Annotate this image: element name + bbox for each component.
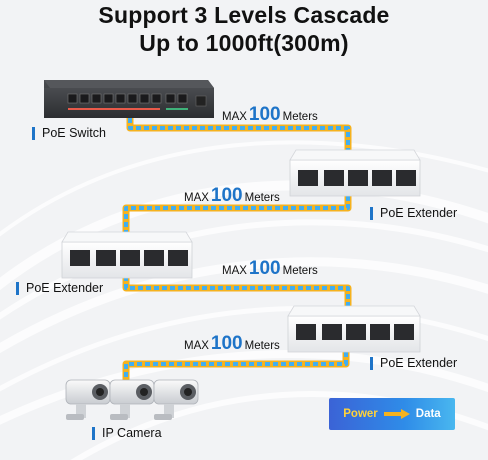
label-marker (16, 281, 19, 295)
poe-extender-1 (289, 149, 421, 197)
distance-label-3: MAX 100 Meters (222, 258, 318, 280)
label-poe-extender-1: PoE Extender (370, 206, 457, 220)
title-line-1: Support 3 Levels Cascade (98, 2, 390, 28)
camera-1 (65, 379, 111, 420)
link-switch-to-extender1 (126, 118, 352, 150)
label-poe-switch-text: PoE Switch (42, 126, 106, 140)
distance-prefix: MAX (184, 340, 209, 352)
distance-value: 100 (210, 333, 243, 354)
distance-unit: Meters (282, 111, 318, 123)
link-extender2-to-extender3 (122, 276, 352, 306)
distance-label-4: MAX 100 Meters (184, 333, 280, 355)
arrow-right-icon (383, 409, 410, 419)
label-marker (370, 206, 373, 220)
label-poe-extender-2-text: PoE Extender (26, 281, 104, 295)
link-extender1-to-extender2 (122, 196, 352, 232)
legend-data-label: Data (415, 408, 441, 420)
distance-value: 100 (210, 185, 243, 206)
label-poe-extender-1-text: PoE Extender (380, 206, 458, 220)
distance-unit: Meters (244, 340, 280, 352)
background-swirl (0, 140, 488, 460)
label-marker (32, 126, 35, 140)
link-extender3-to-cameras (122, 352, 350, 382)
distance-prefix: MAX (184, 192, 209, 204)
cascade-links (122, 118, 352, 382)
distance-prefix: MAX (222, 265, 247, 277)
label-marker (370, 356, 373, 370)
poe-switch (44, 80, 214, 118)
label-poe-extender-2: PoE Extender (16, 281, 103, 295)
label-ip-camera-text: IP Camera (102, 426, 162, 440)
label-poe-switch: PoE Switch (32, 126, 106, 140)
camera-3 (153, 379, 199, 420)
distance-label-1: MAX 100 Meters (222, 104, 318, 126)
label-marker (92, 426, 95, 440)
legend-box: Power Data (329, 398, 455, 430)
ip-cameras (65, 379, 199, 420)
legend-power-label: Power (343, 408, 378, 420)
distance-value: 100 (248, 258, 281, 279)
distance-prefix: MAX (222, 111, 247, 123)
distance-unit: Meters (244, 192, 280, 204)
distance-unit: Meters (282, 265, 318, 277)
distance-label-2: MAX 100 Meters (184, 185, 280, 207)
poe-extender-3 (287, 305, 421, 353)
label-poe-extender-3: PoE Extender (370, 356, 457, 370)
label-ip-camera: IP Camera (92, 426, 162, 440)
camera-2 (109, 379, 155, 420)
title-line-2: Up to 1000ft(300m) (139, 30, 349, 56)
poe-extender-2 (61, 231, 193, 279)
distance-value: 100 (248, 104, 281, 125)
label-poe-extender-3-text: PoE Extender (380, 356, 458, 370)
